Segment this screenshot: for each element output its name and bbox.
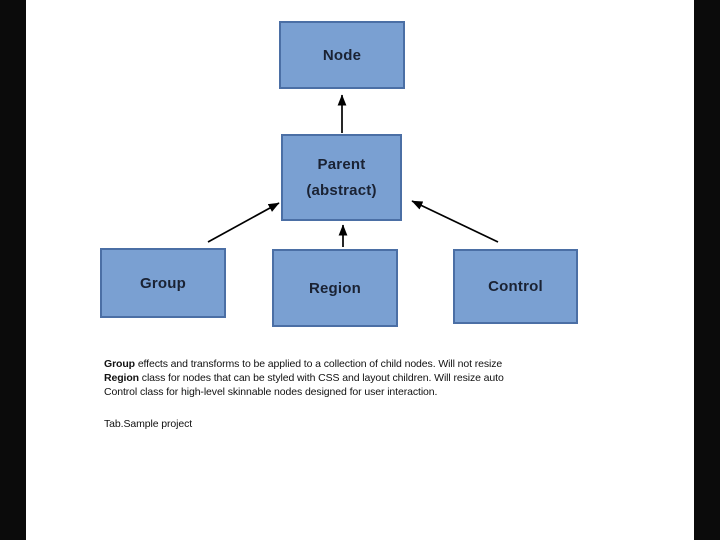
diagram-box-group: Group — [100, 248, 226, 318]
box-label-parent: Parent — [317, 155, 366, 173]
note-line-group: Group effects and transforms to be appli… — [104, 357, 564, 371]
note-term: Group — [104, 358, 135, 370]
note-text: Control class for high-level skinnable n… — [104, 386, 438, 398]
box-label-region: Region — [308, 279, 362, 297]
note-line-control: Control class for high-level skinnable n… — [104, 385, 564, 399]
note-term: Region — [104, 372, 139, 384]
box-label-group: Group — [140, 274, 186, 292]
arrow-control-to-parent — [411, 200, 499, 243]
box-label-control: Control — [488, 278, 543, 295]
diagram-box-node: Node — [279, 21, 405, 89]
diagram-box-parent: Parent (abstract) — [281, 134, 402, 221]
project-caption: Tab.Sample project — [104, 418, 193, 430]
box-label-node: Node — [322, 46, 362, 64]
arrow-group-to-parent — [207, 202, 280, 243]
note-text: class for nodes that can be styled with … — [138, 372, 504, 384]
letterbox-right — [694, 0, 720, 540]
letterbox-left — [0, 0, 26, 540]
note-text: effects and transforms to be applied to … — [135, 358, 503, 370]
notes-block: Group effects and transforms to be appli… — [104, 357, 564, 399]
note-line-region: Region class for nodes that can be style… — [104, 371, 564, 385]
box-sublabel-parent: (abstract) — [306, 181, 377, 199]
diagram-box-control: Control — [453, 249, 578, 324]
diagram-box-region: Region — [272, 249, 398, 327]
